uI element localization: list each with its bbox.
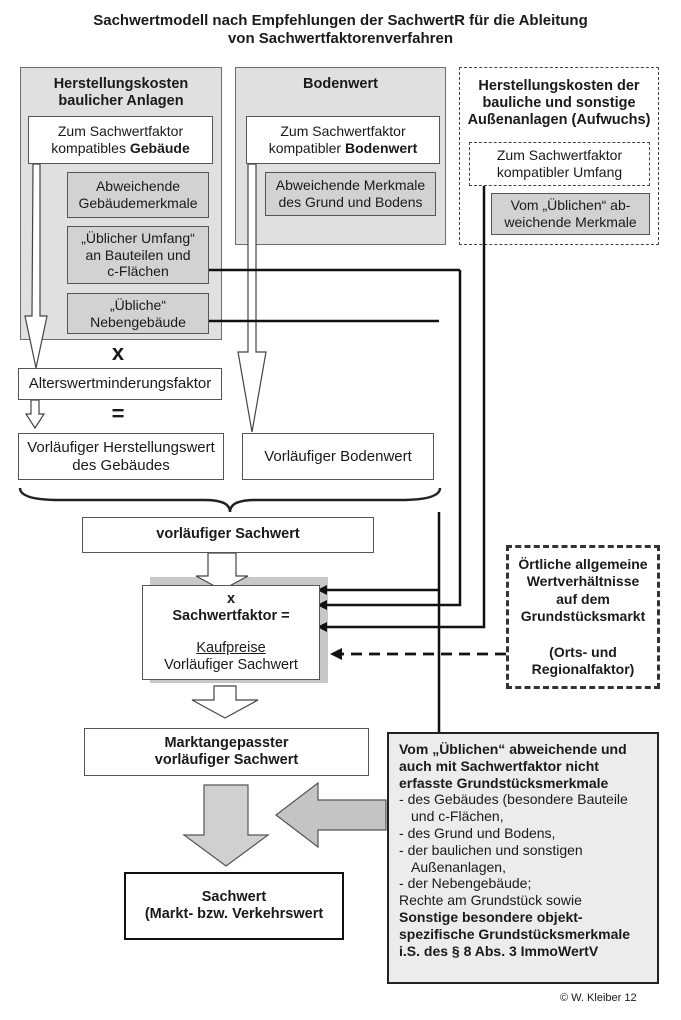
market-adjusted-value-box: Marktangepasster vorläufiger Sachwert <box>84 728 369 776</box>
building-flow-arrow <box>24 163 48 369</box>
info-item-building: des Gebäudes (besondere Bauteile und c-F… <box>399 791 649 825</box>
factor-multiply: x <box>226 591 236 608</box>
local-conditions-box: Örtliche allgemeine Wertverhältnisse auf… <box>506 545 660 689</box>
asset-value-factor-box: x Sachwertfaktor = Kaufpreise Vorläufige… <box>142 585 320 680</box>
equals-operator: = <box>111 401 125 426</box>
outdoor-facilities-header: Herstellungskosten der bauliche und sons… <box>467 78 651 129</box>
usual-scope-box: „Üblicher Umfang“ an Bauteilen und c-Flä… <box>67 226 209 284</box>
copyright-note: © W. Kleiber 12 <box>560 992 637 1004</box>
multiply-operator: x <box>111 340 125 365</box>
building-costs-header: Herstellungskosten baulicher Anlagen <box>53 76 189 110</box>
factor-denominator: Vorläufiger Sachwert <box>164 656 298 673</box>
usual-scope-to-factor-line <box>317 270 462 610</box>
info-rights: Rechte am Grundstück sowie <box>399 892 582 909</box>
compatible-scope-box: Zum Sachwertfaktor kompatibler Umfang <box>469 142 650 186</box>
deviating-land-features-box: Abweichende Merkmale des Grund und Boden… <box>265 172 436 216</box>
compatible-land-value-box: Zum Sachwertfaktor kompatibler Bodenwert <box>246 116 440 164</box>
special-features-info-box: Vom „Üblichen“ abweichende und auch mit … <box>387 732 659 984</box>
diagram-title: Sachwertmodell nach Empfehlungen der Sac… <box>20 12 661 48</box>
info-feature-list: des Gebäudes (besondere Bauteile und c-F… <box>399 791 649 892</box>
factor-fraction: Kaufpreise Vorläufiger Sachwert <box>164 640 298 674</box>
compatible-building-box: Zum Sachwertfaktor kompatibles Gebäude <box>28 116 213 164</box>
preliminary-asset-value-box: vorläufiger Sachwert <box>82 517 374 553</box>
factor-numerator: Kaufpreise <box>196 639 266 656</box>
usual-outbuildings-box: „Übliche“ Nebengebäude <box>67 293 209 334</box>
local-conditions-arrowhead <box>330 648 342 660</box>
age-depreciation-factor-box: Alterswertminderungsfaktor <box>18 368 222 400</box>
market-flow-arrow <box>191 685 259 719</box>
title-line-2: von Sachwertfaktorenverfahren <box>227 30 454 47</box>
land-flow-arrow <box>237 163 267 433</box>
age-factor-flow-arrow <box>24 399 46 430</box>
info-item-land: des Grund und Bodens, <box>399 825 649 842</box>
final-value-flow-arrow <box>182 784 270 867</box>
outdoor-connector <box>317 186 486 632</box>
preliminary-land-value-box: Vorläufiger Bodenwert <box>242 433 434 480</box>
factor-label: Sachwertfaktor = <box>172 608 290 625</box>
info-box-flow-arrow <box>275 781 387 849</box>
preliminary-building-value-box: Vorläufiger Herstellungswert des Gebäude… <box>18 433 224 480</box>
info-item-outbuildings: der Nebengebäude; <box>399 875 649 892</box>
final-asset-value-box: Sachwert (Markt- bzw. Verkehrswert <box>124 872 344 940</box>
deviating-outdoor-features-box: Vom „Üblichen“ ab- weichende Merkmale <box>491 193 650 235</box>
info-item-outdoor: der baulichen und sonstigen Außenanlagen… <box>399 842 649 876</box>
deviating-building-features-box: Abweichende Gebäudemerkmale <box>67 172 209 218</box>
land-value-header: Bodenwert <box>303 76 378 92</box>
curly-brace <box>18 487 442 513</box>
title-line-1: Sachwertmodell nach Empfehlungen der Sac… <box>93 12 588 29</box>
asset-value-flow-arrow <box>195 552 249 591</box>
